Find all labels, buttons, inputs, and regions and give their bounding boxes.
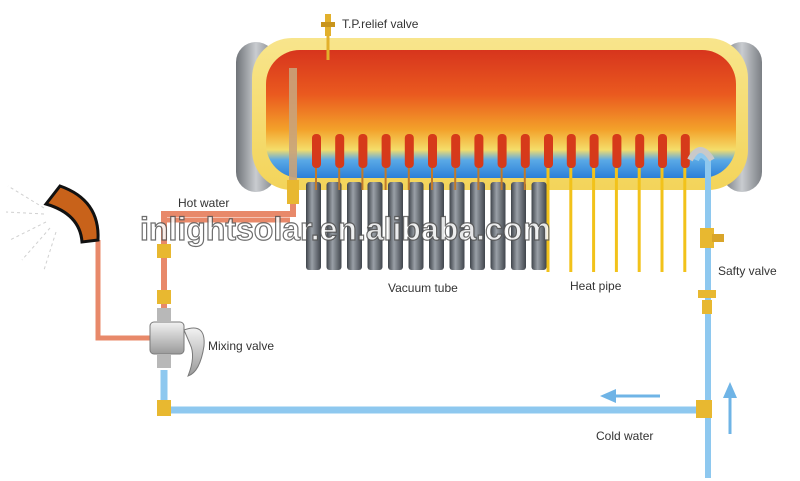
cold-water-label: Cold water <box>596 429 653 443</box>
cold-flow-arrow-up-icon <box>723 382 737 434</box>
condenser-bulb <box>520 134 530 168</box>
vacuum-tube-label: Vacuum tube <box>388 281 458 295</box>
condenser-bulb <box>566 134 576 168</box>
condenser-bulb <box>612 134 622 168</box>
vacuum-tube <box>347 182 362 270</box>
vacuum-tube <box>367 182 383 270</box>
condenser-bulb <box>358 134 368 168</box>
vacuum-tube <box>306 182 321 270</box>
vacuum-tube <box>388 182 403 270</box>
vacuum-tube <box>429 182 444 270</box>
vacuum-tube <box>490 182 506 270</box>
safety-valve-icon <box>700 228 724 248</box>
mixing-valve-icon <box>149 308 205 377</box>
watermark-text: inlightsolar.en.alibaba.com <box>140 211 551 247</box>
vacuum-tube <box>531 182 547 270</box>
condenser-bulb <box>544 134 553 168</box>
vacuum-tube <box>408 182 424 270</box>
condenser-bulb <box>589 134 599 168</box>
cold-flow-arrow-left-icon <box>600 389 660 403</box>
hot-water-label: Hot water <box>178 196 229 210</box>
vacuum-tube <box>449 182 465 270</box>
mixing-valve-label: Mixing valve <box>208 339 274 353</box>
tp-relief-valve-label: T.P.relief valve <box>342 17 419 31</box>
storage-tank <box>236 38 762 192</box>
cold-inlet-riser <box>687 147 715 478</box>
hot-water-pipe <box>95 204 296 341</box>
condenser-bulb <box>451 134 461 168</box>
heat-pipe-label: Heat pipe <box>570 279 622 293</box>
condenser-bulb <box>312 134 321 168</box>
condenser-bulb <box>381 134 391 168</box>
condenser-bulb <box>658 134 667 168</box>
vacuum-tube <box>511 182 526 270</box>
cold-water-pipe <box>157 370 712 418</box>
condenser-bulb <box>335 134 345 168</box>
vacuum-tube <box>326 182 342 270</box>
condenser-bulb <box>474 134 484 168</box>
safety-valve-label: Safty valve <box>718 264 777 278</box>
check-valve-icon <box>698 290 716 314</box>
condenser-bulb <box>404 134 414 168</box>
condenser-bulb <box>497 134 507 168</box>
condenser-bulb <box>635 134 645 168</box>
tp-relief-valve-icon <box>321 14 335 60</box>
condenser-bulb <box>680 134 690 168</box>
condenser-bulb <box>428 134 437 168</box>
shower-head-icon <box>5 184 100 271</box>
vacuum-tube <box>470 182 485 270</box>
tube-array <box>306 134 690 272</box>
hot-outlet-riser <box>287 68 299 204</box>
